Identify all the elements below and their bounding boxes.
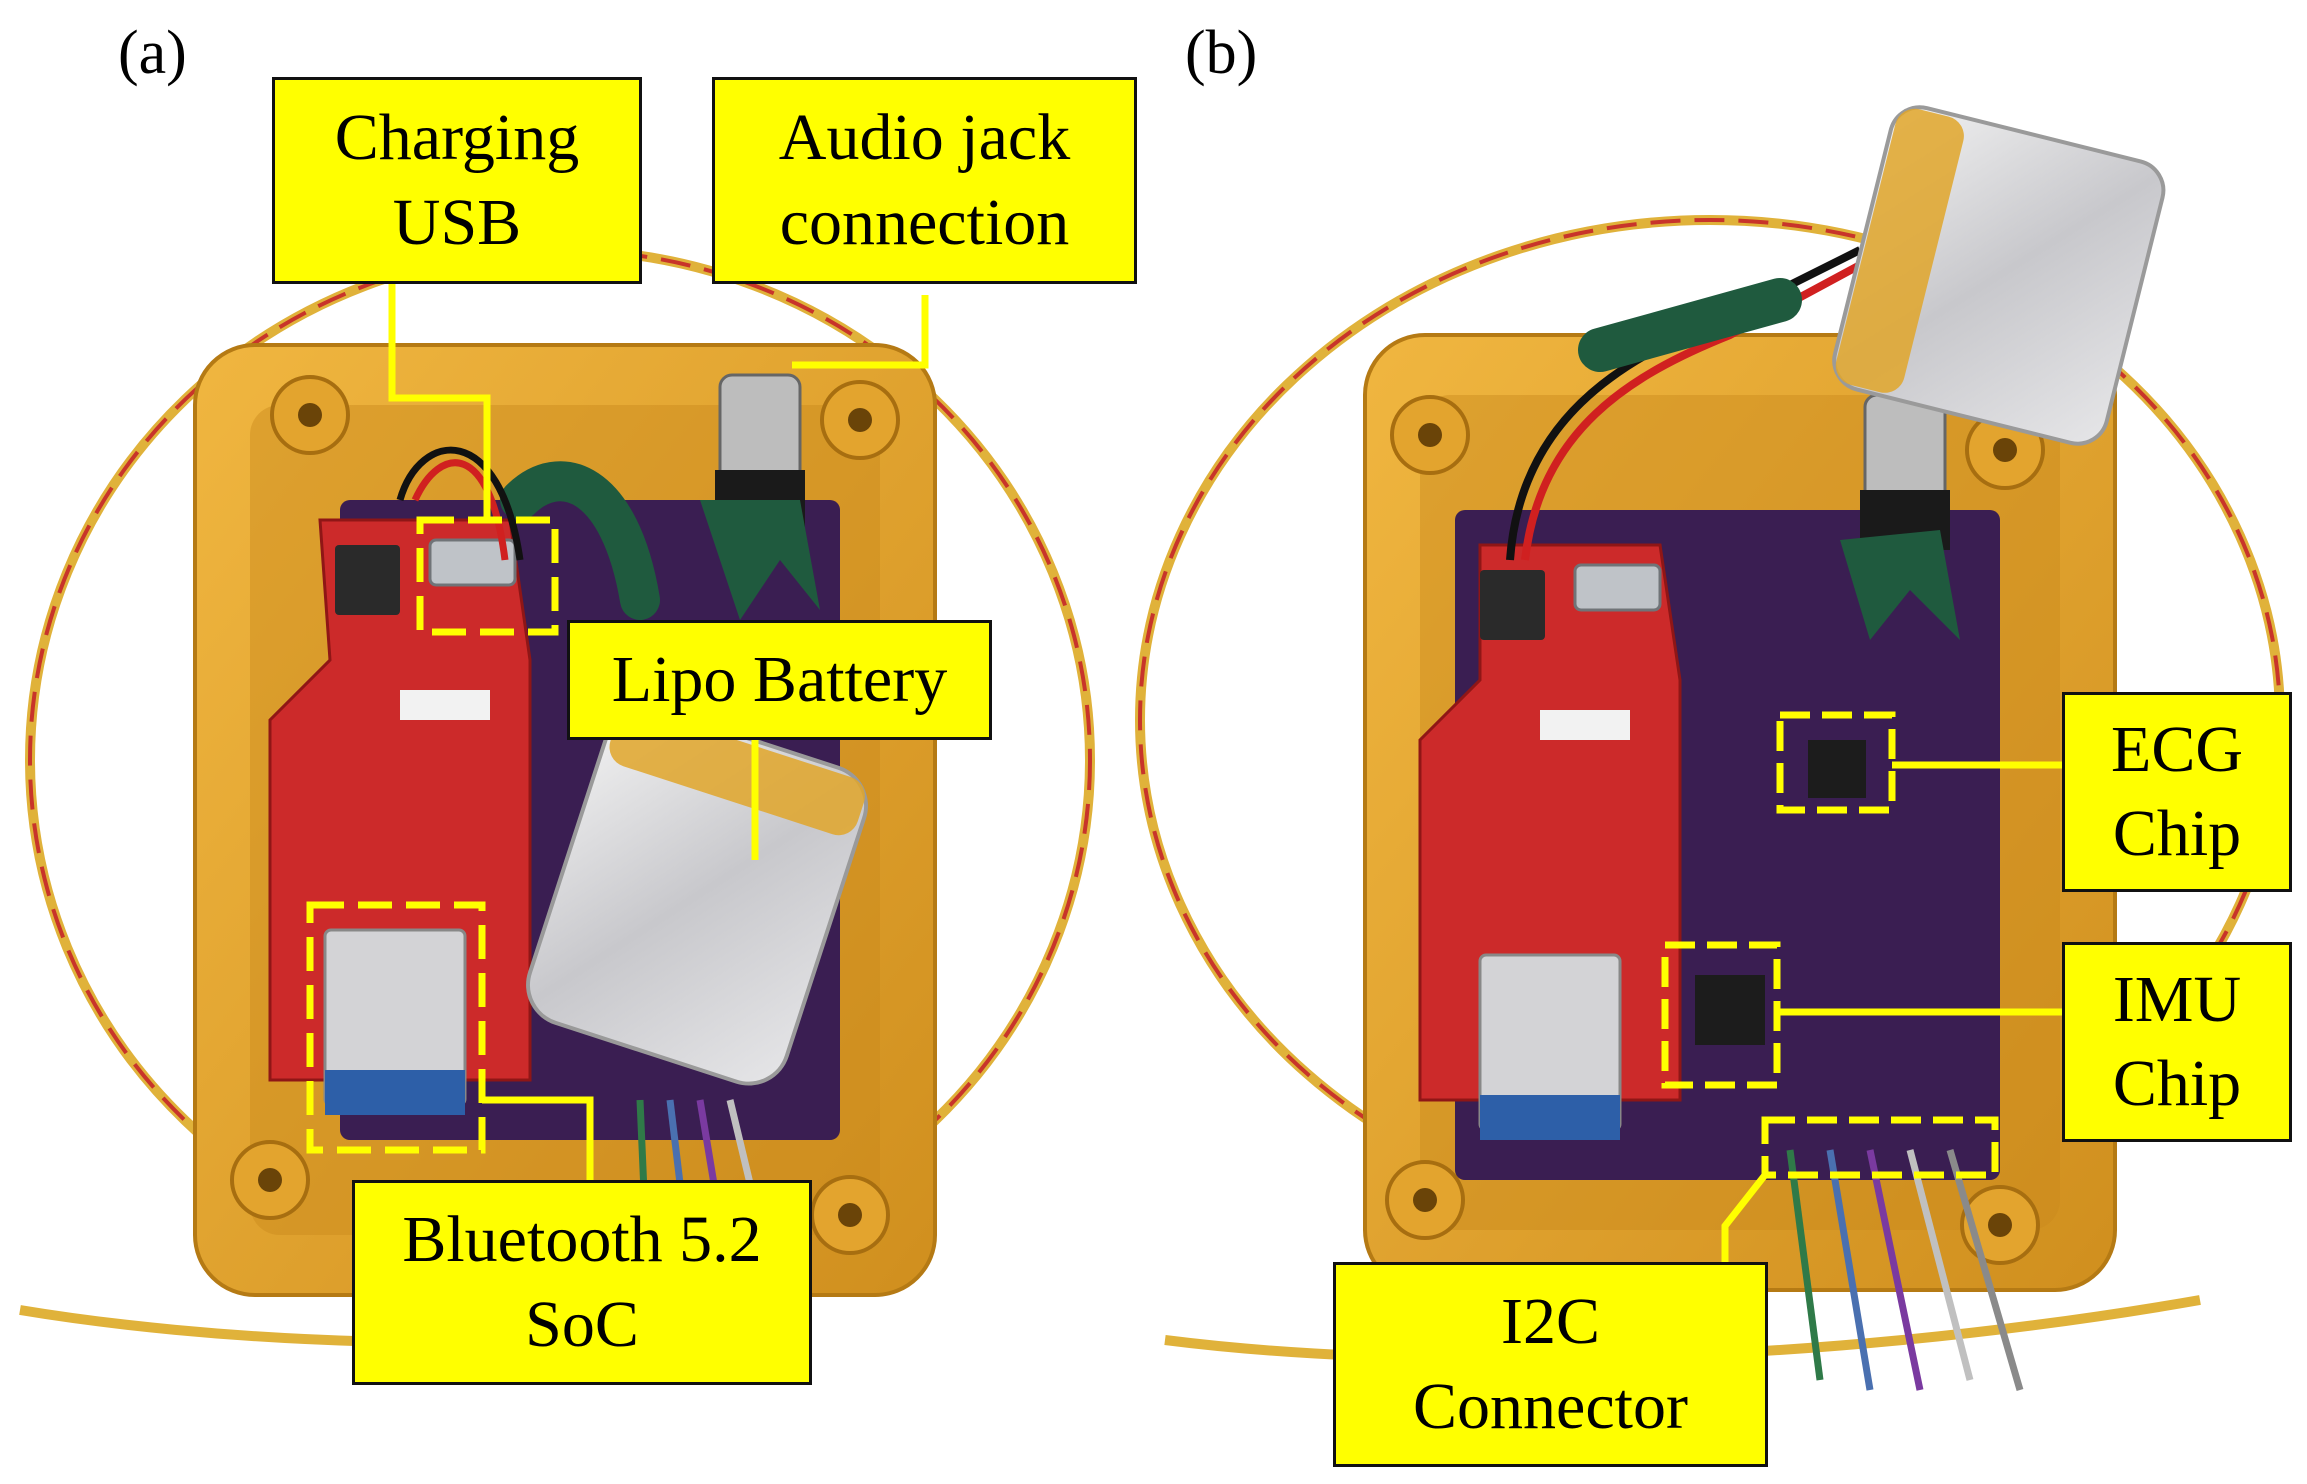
ecg-highlight-box <box>1776 711 1896 814</box>
audio-jack-leader-line <box>792 295 929 369</box>
callout-audio-jack-line2: connection <box>779 185 1070 259</box>
callout-charging-usb: Charging USB <box>272 77 642 284</box>
annotations <box>306 280 2062 1263</box>
callout-charging-usb-line1: Charging <box>334 101 580 175</box>
callout-lipo-battery: Lipo Battery <box>567 620 992 740</box>
panel-a-photo <box>19 245 1095 1351</box>
callout-audio-jack-line1: Audio jack <box>778 101 1071 175</box>
callout-ecg-chip: ECG Chip <box>2062 692 2292 892</box>
soc-leader-line <box>482 1096 594 1182</box>
soc-highlight-box <box>306 901 486 1154</box>
callout-imu-chip-line2: Chip <box>2112 1047 2242 1120</box>
callout-i2c-connector-line2: Connector <box>1413 1369 1688 1443</box>
callout-bluetooth-soc-line1: Bluetooth 5.2 <box>402 1203 762 1277</box>
i2c-leader-line <box>1721 1172 1768 1263</box>
callout-imu-chip-line1: IMU <box>2112 962 2242 1036</box>
callout-bluetooth-soc: Bluetooth 5.2 SoC <box>352 1180 812 1385</box>
callout-i2c-connector: I2C Connector <box>1333 1262 1768 1467</box>
panel-b-photo <box>1135 105 2285 1391</box>
panel-label-b: (b) <box>1185 19 1258 87</box>
callout-charging-usb-line2: USB <box>392 185 522 259</box>
usb-leader-line <box>388 280 491 520</box>
callout-lipo-battery-line1: Lipo Battery <box>611 642 948 716</box>
callout-ecg-chip-line2: Chip <box>2112 797 2242 870</box>
callout-bluetooth-soc-line2: SoC <box>525 1287 639 1361</box>
callout-ecg-chip-line1: ECG <box>2111 712 2243 786</box>
callout-imu-chip: IMU Chip <box>2062 942 2292 1142</box>
i2c-highlight-box <box>1761 1116 1999 1179</box>
callout-i2c-connector-line1: I2C <box>1501 1285 1600 1359</box>
callout-audio-jack: Audio jack connection <box>712 77 1137 284</box>
panel-label-a: (a) <box>118 19 187 87</box>
